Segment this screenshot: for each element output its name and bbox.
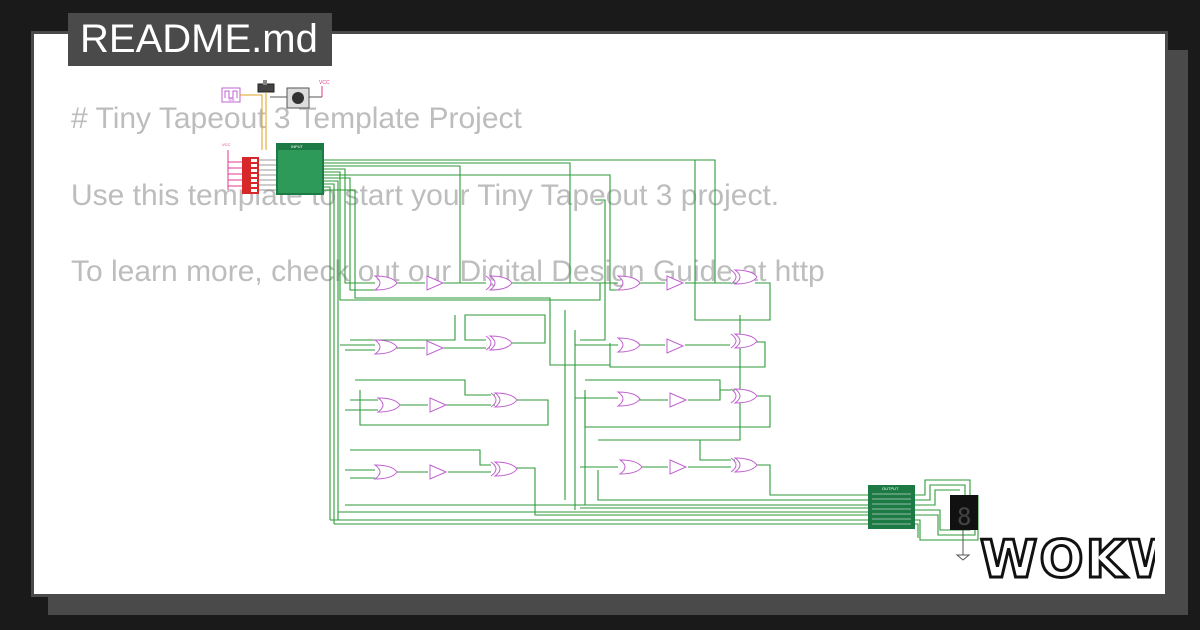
wokwi-logo: WOKWI [945,497,1200,592]
or-gate [616,337,641,353]
clock-generator: 10k [221,87,263,150]
output-block: OUTPUT [868,485,915,529]
buffer-gate [669,392,688,408]
clock-label: 10k [228,97,234,102]
xor-gate [730,333,758,349]
wire-bundle [324,159,979,541]
vcc-top-label: VCC [319,80,330,86]
circuit-schematic: 10k VCC VCC [221,80,979,561]
vcc-dip-label: VCC [222,142,231,147]
xor-gate [485,275,513,291]
xor-gate [730,388,758,404]
seven-segment-display: 8 [950,495,978,561]
or-gate [373,339,398,355]
xor-gate [485,335,513,351]
readme-usage-line: Use this template to start your Tiny Tap… [71,179,780,212]
buffer-gate [429,397,448,413]
xor-gate [730,269,758,285]
xor-gate [490,461,518,477]
or-gate [616,391,641,407]
dip-switch[interactable]: VCC [222,142,278,194]
ground-icon [955,530,971,561]
xor-gate [490,392,518,408]
buffer-gate [426,340,445,356]
xor-gate [730,457,758,473]
wokwi-logo-text: WOKWI [980,530,1155,587]
buffer-gate [666,275,685,291]
logic-gates [373,269,758,480]
slide-switch[interactable] [257,80,275,150]
or-gate [373,275,398,291]
buffer-gate [426,275,445,291]
readme-tab[interactable]: README.md [68,13,332,66]
input-block: INPUT [276,143,324,195]
buffer-gate [429,464,448,480]
seven-segment-digit: 8 [957,503,971,531]
diagram-card: # Tiny Tapeout 3 Template Project Use th… [31,31,1168,597]
buffer-gate [669,459,688,475]
or-gate [376,397,401,413]
buffer-gate [666,338,685,354]
or-gate [616,275,641,291]
output-block-label: OUTPUT [882,486,899,491]
input-block-label: INPUT [291,144,304,149]
readme-tab-label: README.md [80,17,318,61]
or-gate [618,459,643,475]
or-gate [373,464,398,480]
push-button[interactable]: VCC [270,80,330,109]
